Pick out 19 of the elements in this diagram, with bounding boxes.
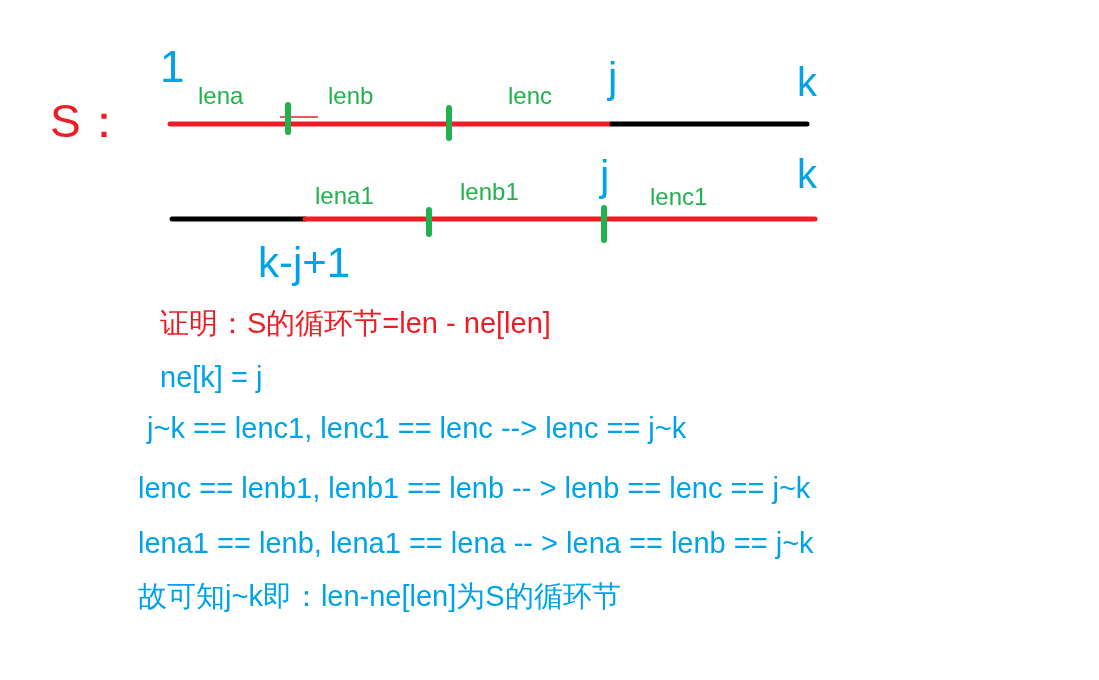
proof-line: ne[k] = j [160,363,263,392]
proof-line: lena1 == lenb, lena1 == lena -- > lena == lenb == j~k [138,529,814,558]
segment-label: lena [198,84,244,108]
segment-label: lenb [328,84,374,108]
proof-conclusion: 故可知j~k即：len-ne[len]为S的循环节 [138,582,621,611]
position-label: 1 [160,45,185,89]
position-label: j [608,57,618,99]
proof-line: j~k == lenc1, lenc1 == lenc --> lenc == j~k [147,414,687,443]
position-label: k-j+1 [258,242,351,284]
proof-line: lenc == lenb1, lenb1 == lenb -- > lenb == lenc == j~k [138,474,811,503]
position-label: j [600,155,610,197]
segment-label: lena1 [315,184,374,208]
segment-label: lenb1 [460,180,519,204]
string-name: S： [50,98,127,144]
proof-title: 证明：S的循环节=len - ne[len] [160,309,551,338]
position-label: k [797,154,817,194]
segment-label: lenc1 [650,185,708,209]
position-label: k [797,62,817,102]
segment-label: lenc [508,84,553,108]
